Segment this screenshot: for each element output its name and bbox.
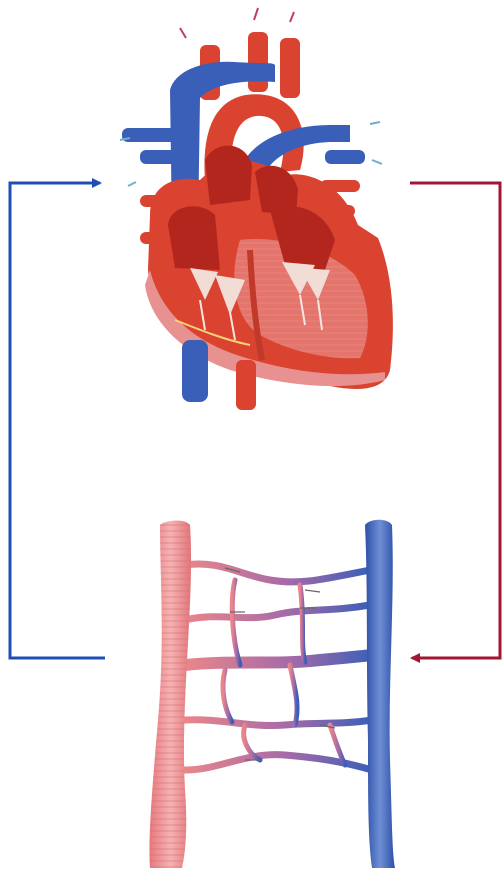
venous-return-arrow xyxy=(10,183,105,658)
heart-illustration xyxy=(120,8,393,410)
arterial-flow-arrow xyxy=(410,183,500,658)
capillary-network-illustration xyxy=(149,520,395,868)
